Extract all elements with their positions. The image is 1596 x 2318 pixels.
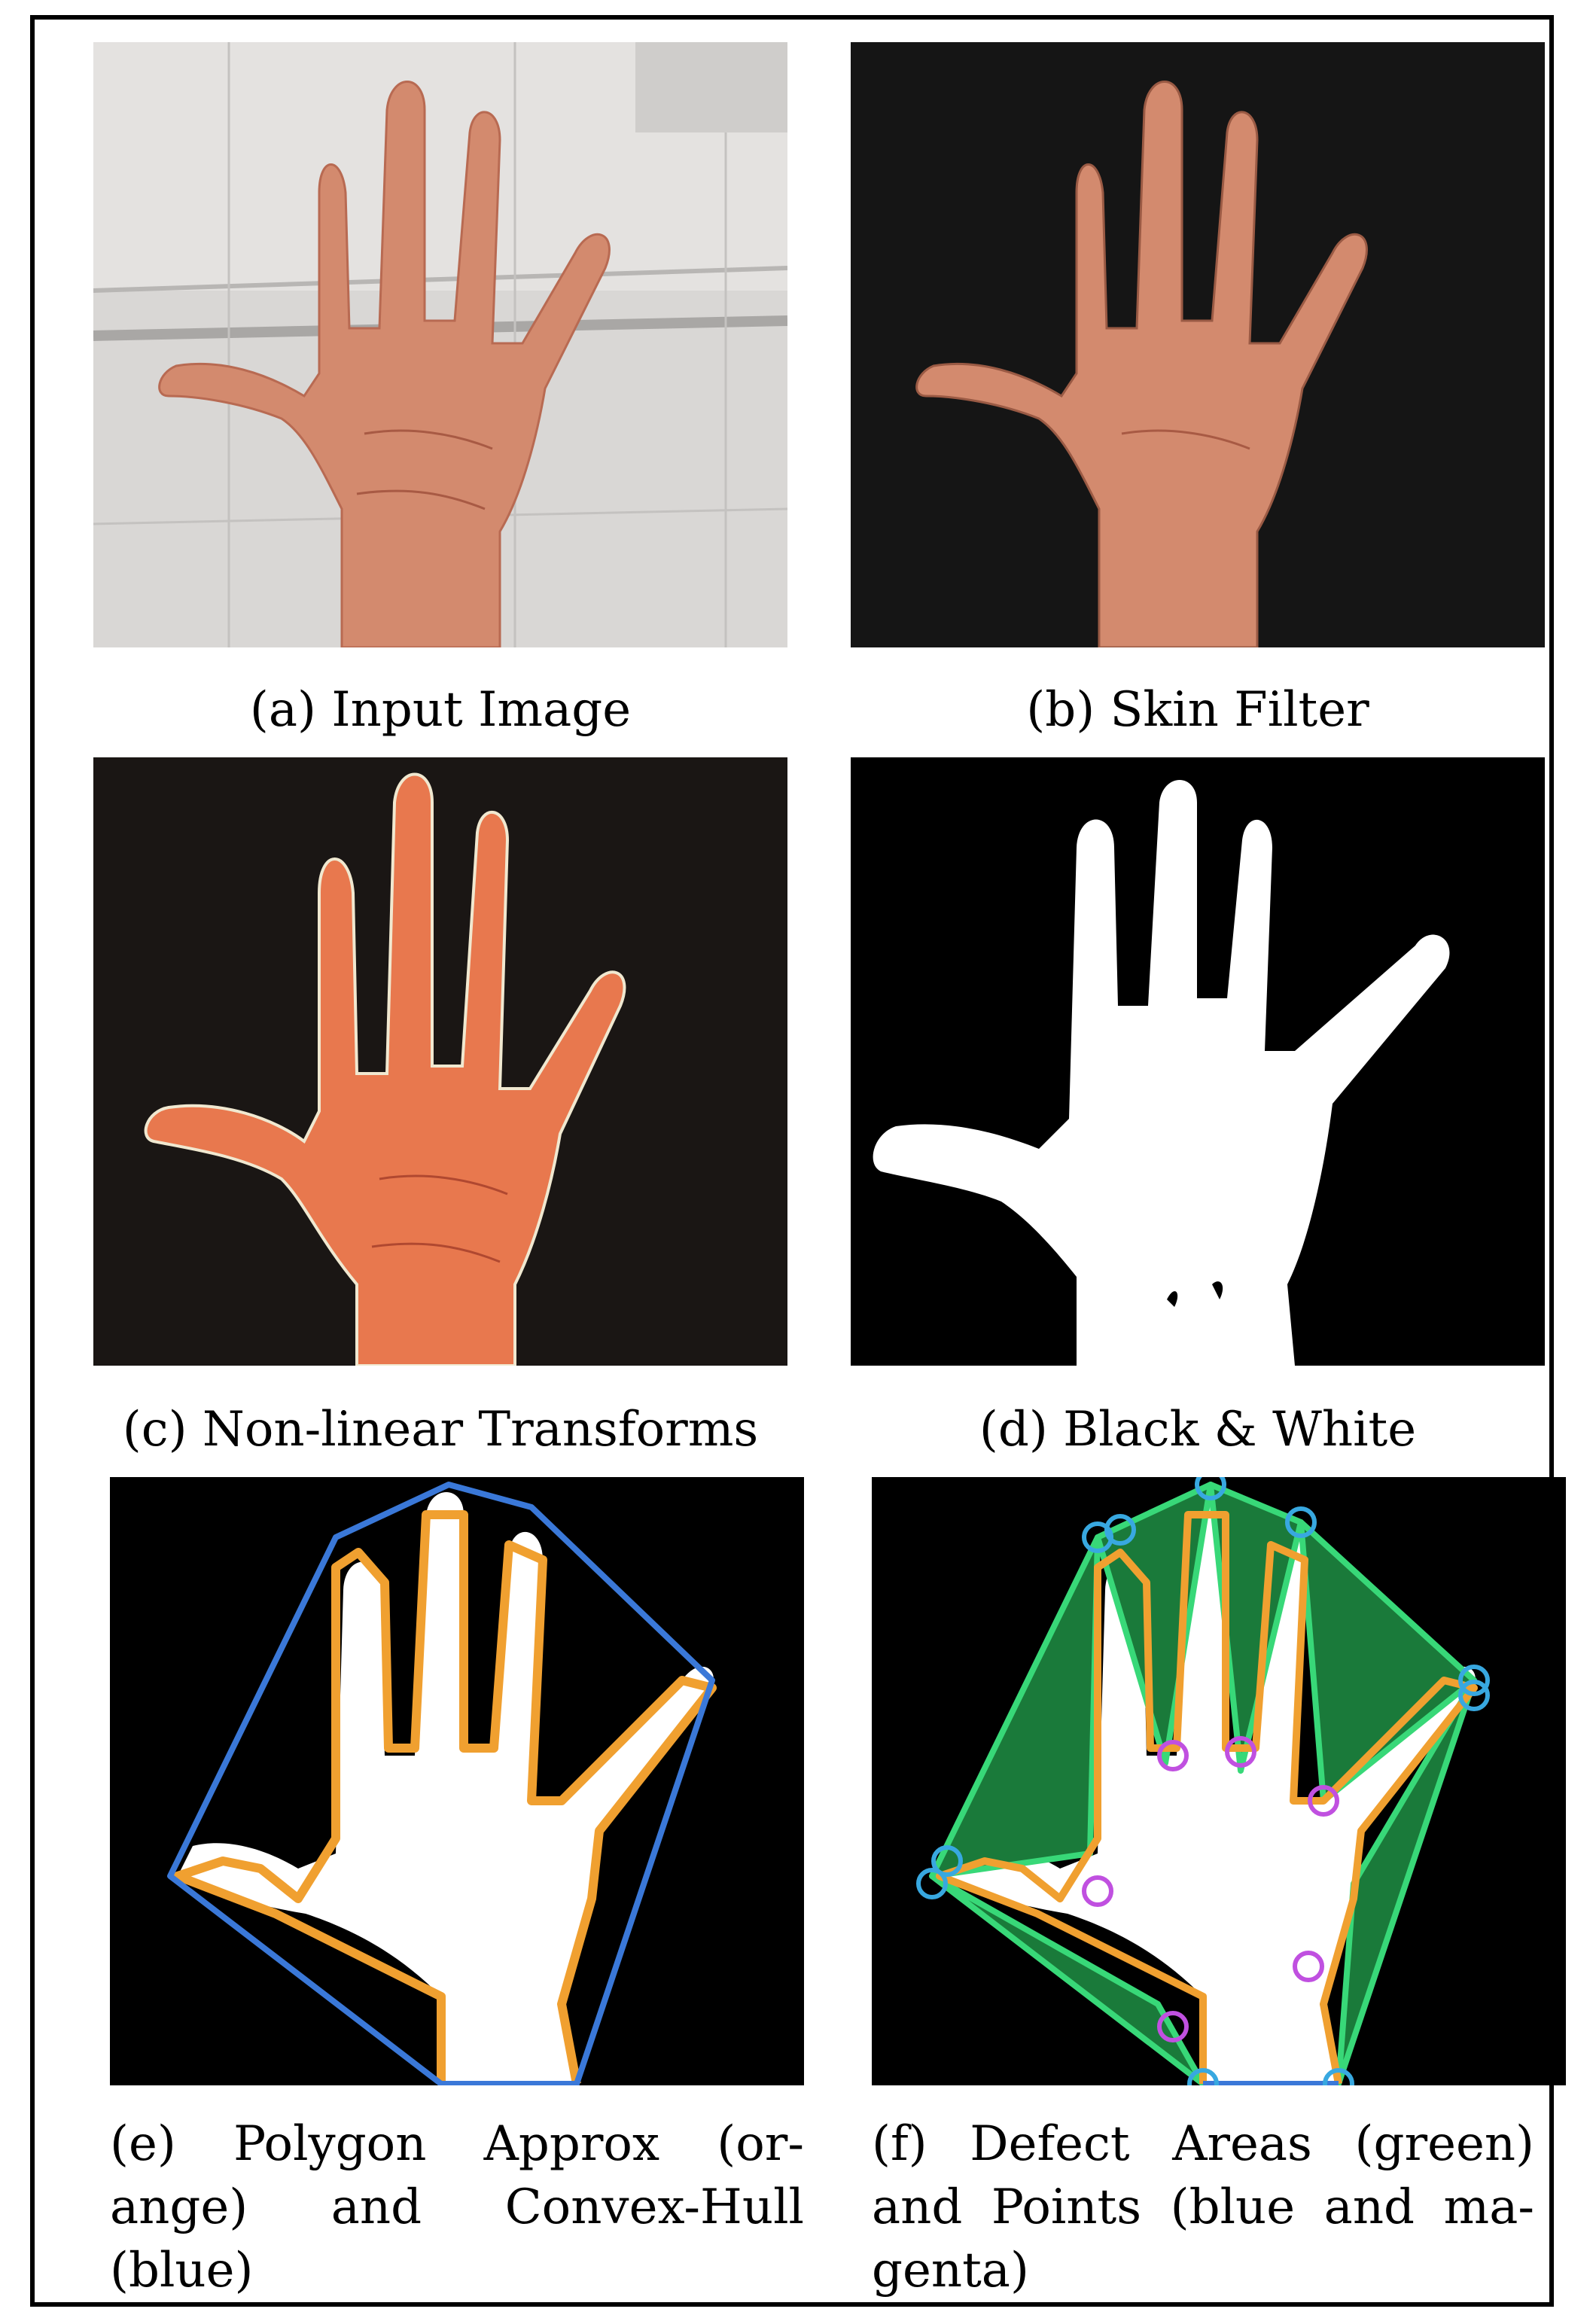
skin-filter-image [851, 42, 1545, 647]
non-linear-transform-image [93, 757, 787, 1366]
input-image-photo [93, 42, 787, 647]
caption-a: (a) Input Image [93, 682, 787, 738]
panel-f-defect-areas [872, 1477, 1566, 2085]
panel-b-skin-filter [851, 42, 1545, 647]
black-white-image [851, 757, 1545, 1366]
caption-f-line-1: (f) Defect Areas (green) [872, 2112, 1534, 2176]
figure-frame: (a) Input Image (b) Skin Filter (c) Non-… [30, 15, 1554, 2307]
panel-e-polygon-hull [110, 1477, 804, 2085]
caption-e-line-2: ange) and Convex-Hull [110, 2176, 804, 2239]
defect-areas-image [872, 1477, 1566, 2085]
caption-d: (d) Black & White [851, 1402, 1545, 1458]
panel-d-black-white [851, 757, 1545, 1366]
caption-c: (c) Non-linear Transforms [93, 1402, 787, 1458]
caption-e-line-3: (blue) [110, 2239, 804, 2302]
caption-f-line-3: genta) [872, 2239, 1534, 2302]
caption-f: (f) Defect Areas (green) and Points (blu… [872, 2112, 1534, 2302]
caption-b: (b) Skin Filter [851, 682, 1545, 738]
panel-a-input-image [93, 42, 787, 647]
caption-e: (e) Polygon Approx (or- ange) and Convex… [110, 2112, 804, 2302]
caption-f-line-2: and Points (blue and ma- [872, 2176, 1534, 2239]
polygon-hull-image [110, 1477, 804, 2085]
caption-e-line-1: (e) Polygon Approx (or- [110, 2112, 804, 2176]
panel-c-non-linear-transforms [93, 757, 787, 1366]
